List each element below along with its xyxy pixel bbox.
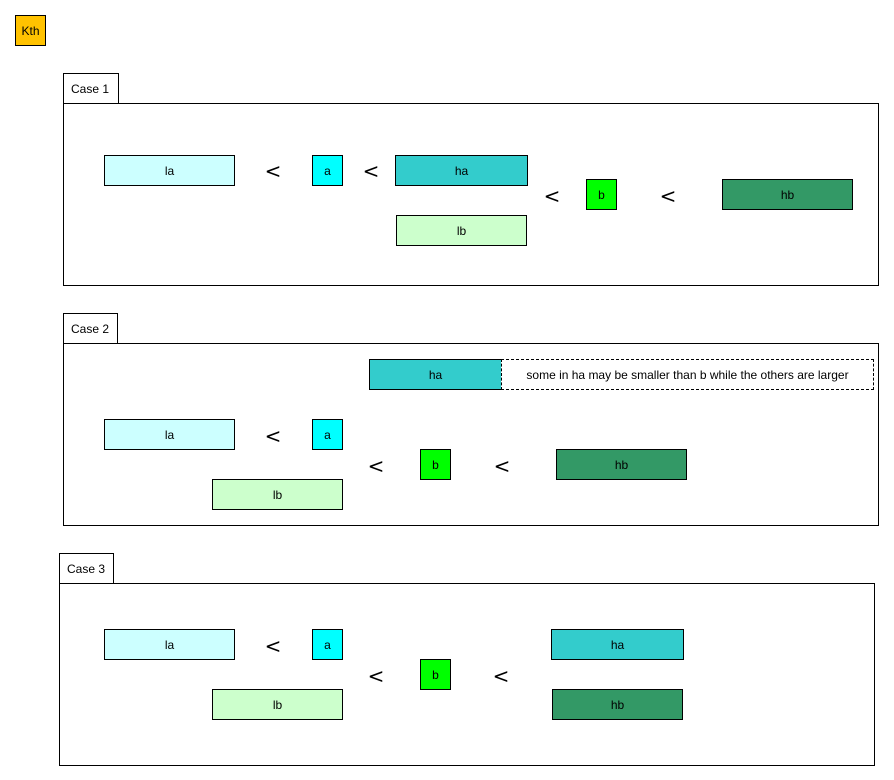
case-3-tab: Case 3	[59, 553, 114, 584]
case-1-less-than-2: <	[362, 159, 380, 183]
case-1-ha: ha	[395, 155, 528, 186]
case-1-a: a	[312, 155, 343, 186]
case-2-la: la	[104, 419, 235, 450]
case-2-b: b	[420, 449, 451, 480]
case-2-a: a	[312, 419, 343, 450]
case-3-frame	[59, 583, 875, 766]
case-2-less-than-1: <	[264, 424, 282, 448]
case-1-less-than-1: <	[264, 159, 282, 183]
case-3-lb: lb	[212, 689, 343, 720]
case-3-less-than-2: <	[367, 664, 385, 688]
case-2-less-than-3: <	[493, 454, 511, 478]
case-3-less-than-1: <	[264, 634, 282, 658]
case-1-la: la	[104, 155, 235, 186]
case-2-tab: Case 2	[63, 313, 118, 344]
case-3-ha: ha	[551, 629, 684, 660]
case-1-less-than-4: <	[659, 184, 677, 208]
case-2-less-than-2: <	[367, 454, 385, 478]
case-3-la: la	[104, 629, 235, 660]
case-2-hb: hb	[556, 449, 687, 480]
case-3-b: b	[420, 659, 451, 690]
case-1-less-than-3: <	[543, 184, 561, 208]
case-3-hb: hb	[552, 689, 683, 720]
case-1-lb: lb	[396, 215, 527, 246]
kth-badge: Kth	[15, 15, 46, 46]
case-3-a: a	[312, 629, 343, 660]
case-3-less-than-3: <	[492, 664, 510, 688]
case-2-ha: ha	[369, 359, 502, 390]
case-2-lb: lb	[212, 479, 343, 510]
case-2-note: some in ha may be smaller than b while t…	[501, 359, 874, 390]
case-1-tab: Case 1	[63, 73, 119, 104]
case-1-hb: hb	[722, 179, 853, 210]
case-1-b: b	[586, 179, 617, 210]
